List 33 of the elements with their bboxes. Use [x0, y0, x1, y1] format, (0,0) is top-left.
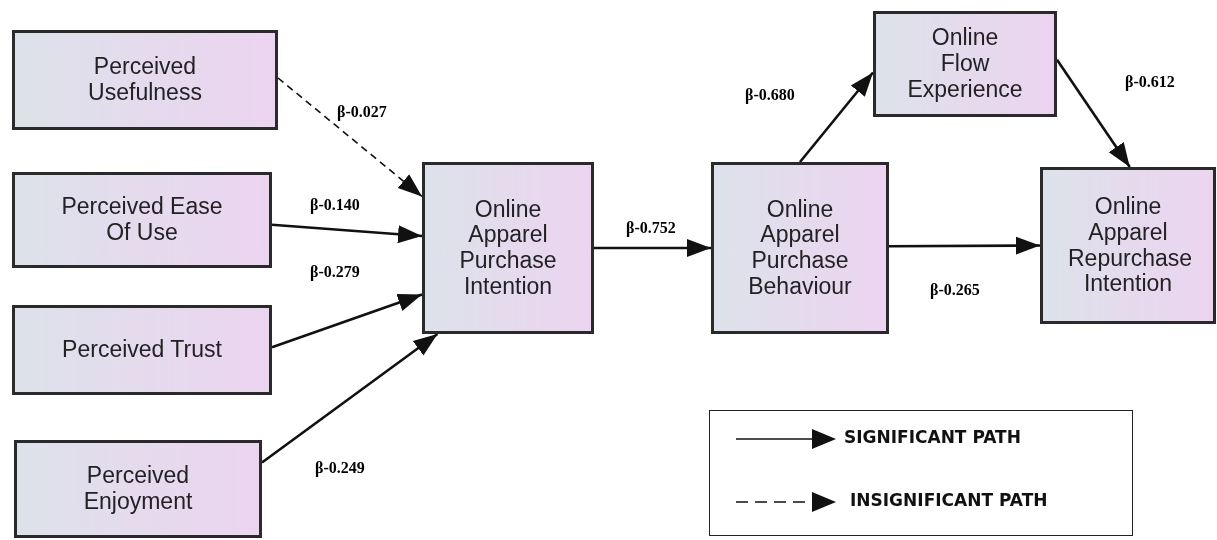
construct-name: Online Apparel Purchase Intention [458, 196, 558, 300]
construct-box [711, 162, 889, 334]
path-coefficient: β-0.279 [309, 263, 361, 281]
arrow [261, 332, 439, 464]
construct-name: Perceived Trust [62, 337, 222, 363]
path-coefficient: β-0.140 [309, 196, 361, 214]
arrow [271, 223, 423, 244]
arrow [594, 239, 711, 257]
arrow [889, 236, 1040, 255]
construct-box [14, 440, 262, 538]
dashed-arrow [277, 77, 423, 198]
path-coefficient: β-0.027 [336, 103, 388, 121]
construct-name: Online Flow Experience [906, 25, 1024, 103]
path-coefficient: β-0.680 [744, 86, 796, 104]
arrow [271, 293, 423, 349]
construct-name: Perceived Enjoyment [82, 463, 194, 515]
construct-box [1040, 167, 1216, 324]
construct-name: Perceived Ease Of Use [60, 194, 224, 246]
path-coefficient: β-0.752 [625, 219, 677, 237]
path-coefficient: β-0.249 [314, 459, 366, 477]
legend-label: INSIGNIFICANT PATH [850, 490, 1048, 510]
arrow [799, 71, 874, 163]
construct-name: Perceived Usefulness [87, 54, 203, 106]
construct-box [12, 172, 272, 268]
construct-box [12, 305, 272, 395]
path-coefficient: β-0.265 [929, 281, 981, 299]
construct-name: Online Apparel Purchase Behaviour [747, 196, 853, 300]
construct-box [873, 11, 1057, 117]
construct-box [422, 162, 594, 334]
arrow [1055, 59, 1131, 168]
legend-label: SIGNIFICANT PATH [844, 427, 1021, 447]
path-coefficient: β-0.612 [1124, 73, 1176, 91]
construct-box [12, 30, 278, 130]
